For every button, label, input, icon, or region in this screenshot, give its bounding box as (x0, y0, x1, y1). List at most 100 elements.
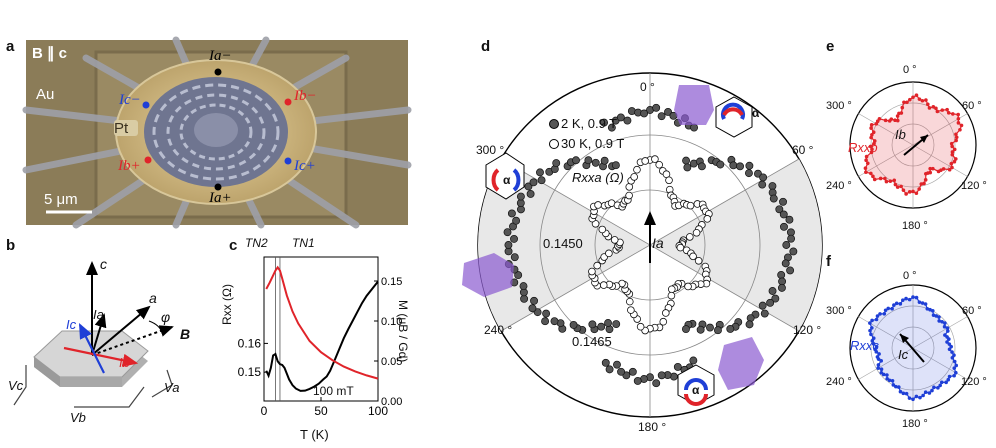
data-point-30k (686, 233, 694, 241)
polar-point (952, 353, 956, 358)
data-point-2k (542, 309, 551, 318)
data-point-2k (611, 161, 620, 170)
polar-spoke (912, 144, 968, 177)
micrograph-drawing (22, 36, 412, 229)
polar-point (930, 309, 935, 313)
alpha-left: α (503, 173, 511, 187)
angle-label-e-120: 120 ° (961, 180, 987, 192)
x-tick-label: 0 (261, 404, 268, 418)
angle-label-d-240: 240 ° (484, 323, 513, 337)
polar-point (869, 171, 873, 176)
data-point-30k (625, 191, 633, 200)
polar-point (945, 107, 949, 112)
angle-label-e-300: 300 ° (826, 100, 852, 112)
tn2-label: TN2 (245, 236, 268, 250)
data-point-2k (516, 199, 525, 207)
data-point-2k (706, 323, 714, 332)
data-point-2k (623, 116, 632, 125)
data-point-2k (766, 298, 775, 307)
polar-point (952, 159, 957, 164)
polar-point (869, 150, 874, 155)
polar-point (907, 297, 912, 302)
polar-point (946, 377, 951, 382)
alpha-bottom: α (692, 383, 700, 397)
polar-point (932, 385, 936, 390)
polar-point (904, 296, 908, 301)
data-point-2k (537, 176, 546, 185)
polar-point (907, 396, 912, 400)
data-point-2k (768, 182, 777, 190)
polar-point (942, 324, 947, 329)
angle-label-f-240: 240 ° (826, 376, 852, 388)
crystal-inset-left (462, 152, 525, 297)
polar-point (952, 359, 957, 364)
angle-label-d-180: 180 ° (638, 420, 667, 434)
data-point-30k (627, 306, 635, 314)
polar-point (870, 326, 874, 330)
scale-bar-label: 5 μm (44, 191, 78, 208)
polar-point (934, 106, 938, 111)
polar-point (954, 138, 958, 143)
voltage-vb-label: Vb (70, 410, 86, 425)
current-ib-minus: Ib− (294, 88, 317, 104)
polar-point (869, 123, 874, 127)
polar-point (896, 385, 901, 389)
data-point-2k (657, 371, 666, 380)
data-point-30k (598, 225, 607, 234)
polar-point (890, 306, 894, 311)
data-point-2k (682, 156, 691, 165)
data-point-2k (607, 123, 616, 132)
polar-point (953, 370, 958, 375)
angle-phi-label: φ (161, 309, 171, 325)
polar-point (870, 318, 874, 323)
polar-point (901, 391, 906, 396)
data-point-2k (526, 190, 535, 198)
polar-point (938, 383, 942, 388)
current-ia-minus: Ia− (209, 48, 232, 64)
polar-point (927, 106, 932, 110)
polar-point (886, 306, 891, 311)
polar-point (899, 111, 904, 115)
polar-point (870, 147, 874, 152)
polar-point (936, 169, 941, 174)
data-point-2k (768, 287, 777, 295)
polar-point (924, 98, 928, 102)
polar-point (917, 97, 922, 101)
data-point-2k (758, 301, 767, 310)
data-point-30k (594, 201, 602, 209)
panel-label-a: a (6, 38, 15, 55)
series-line-0 (265, 280, 379, 392)
data-point-2k (777, 283, 786, 292)
angle-label-e-0: 0 ° (903, 64, 917, 76)
polar-point (864, 154, 869, 159)
data-point-30k (599, 281, 608, 289)
data-point-2k (605, 365, 614, 374)
data-point-2k (681, 325, 690, 334)
polar-point (863, 166, 868, 170)
polar-point (901, 188, 906, 192)
polar-point (911, 295, 915, 299)
data-point-2k (507, 209, 516, 218)
data-point-2k (512, 216, 521, 225)
polar-point (877, 116, 882, 121)
y-right-tick-label: 0.10 (381, 316, 402, 328)
data-point-2k (673, 362, 682, 371)
polar-point (875, 314, 880, 318)
data-point-30k (591, 220, 600, 228)
polar-point (901, 298, 905, 302)
polar-spoke (912, 347, 968, 380)
x-axis-label: T (K) (300, 427, 329, 442)
polar-point (868, 321, 872, 325)
data-point-2k (716, 160, 725, 169)
polar-point (908, 97, 912, 102)
pt-label: Pt (114, 120, 129, 137)
polar-point (874, 344, 879, 349)
polar-point (954, 135, 959, 140)
polar-point (911, 397, 915, 402)
data-point-2k (775, 205, 784, 214)
polar-point (884, 179, 889, 184)
polar-point (885, 376, 889, 381)
polar-point (876, 363, 881, 367)
data-point-2k (779, 197, 787, 206)
